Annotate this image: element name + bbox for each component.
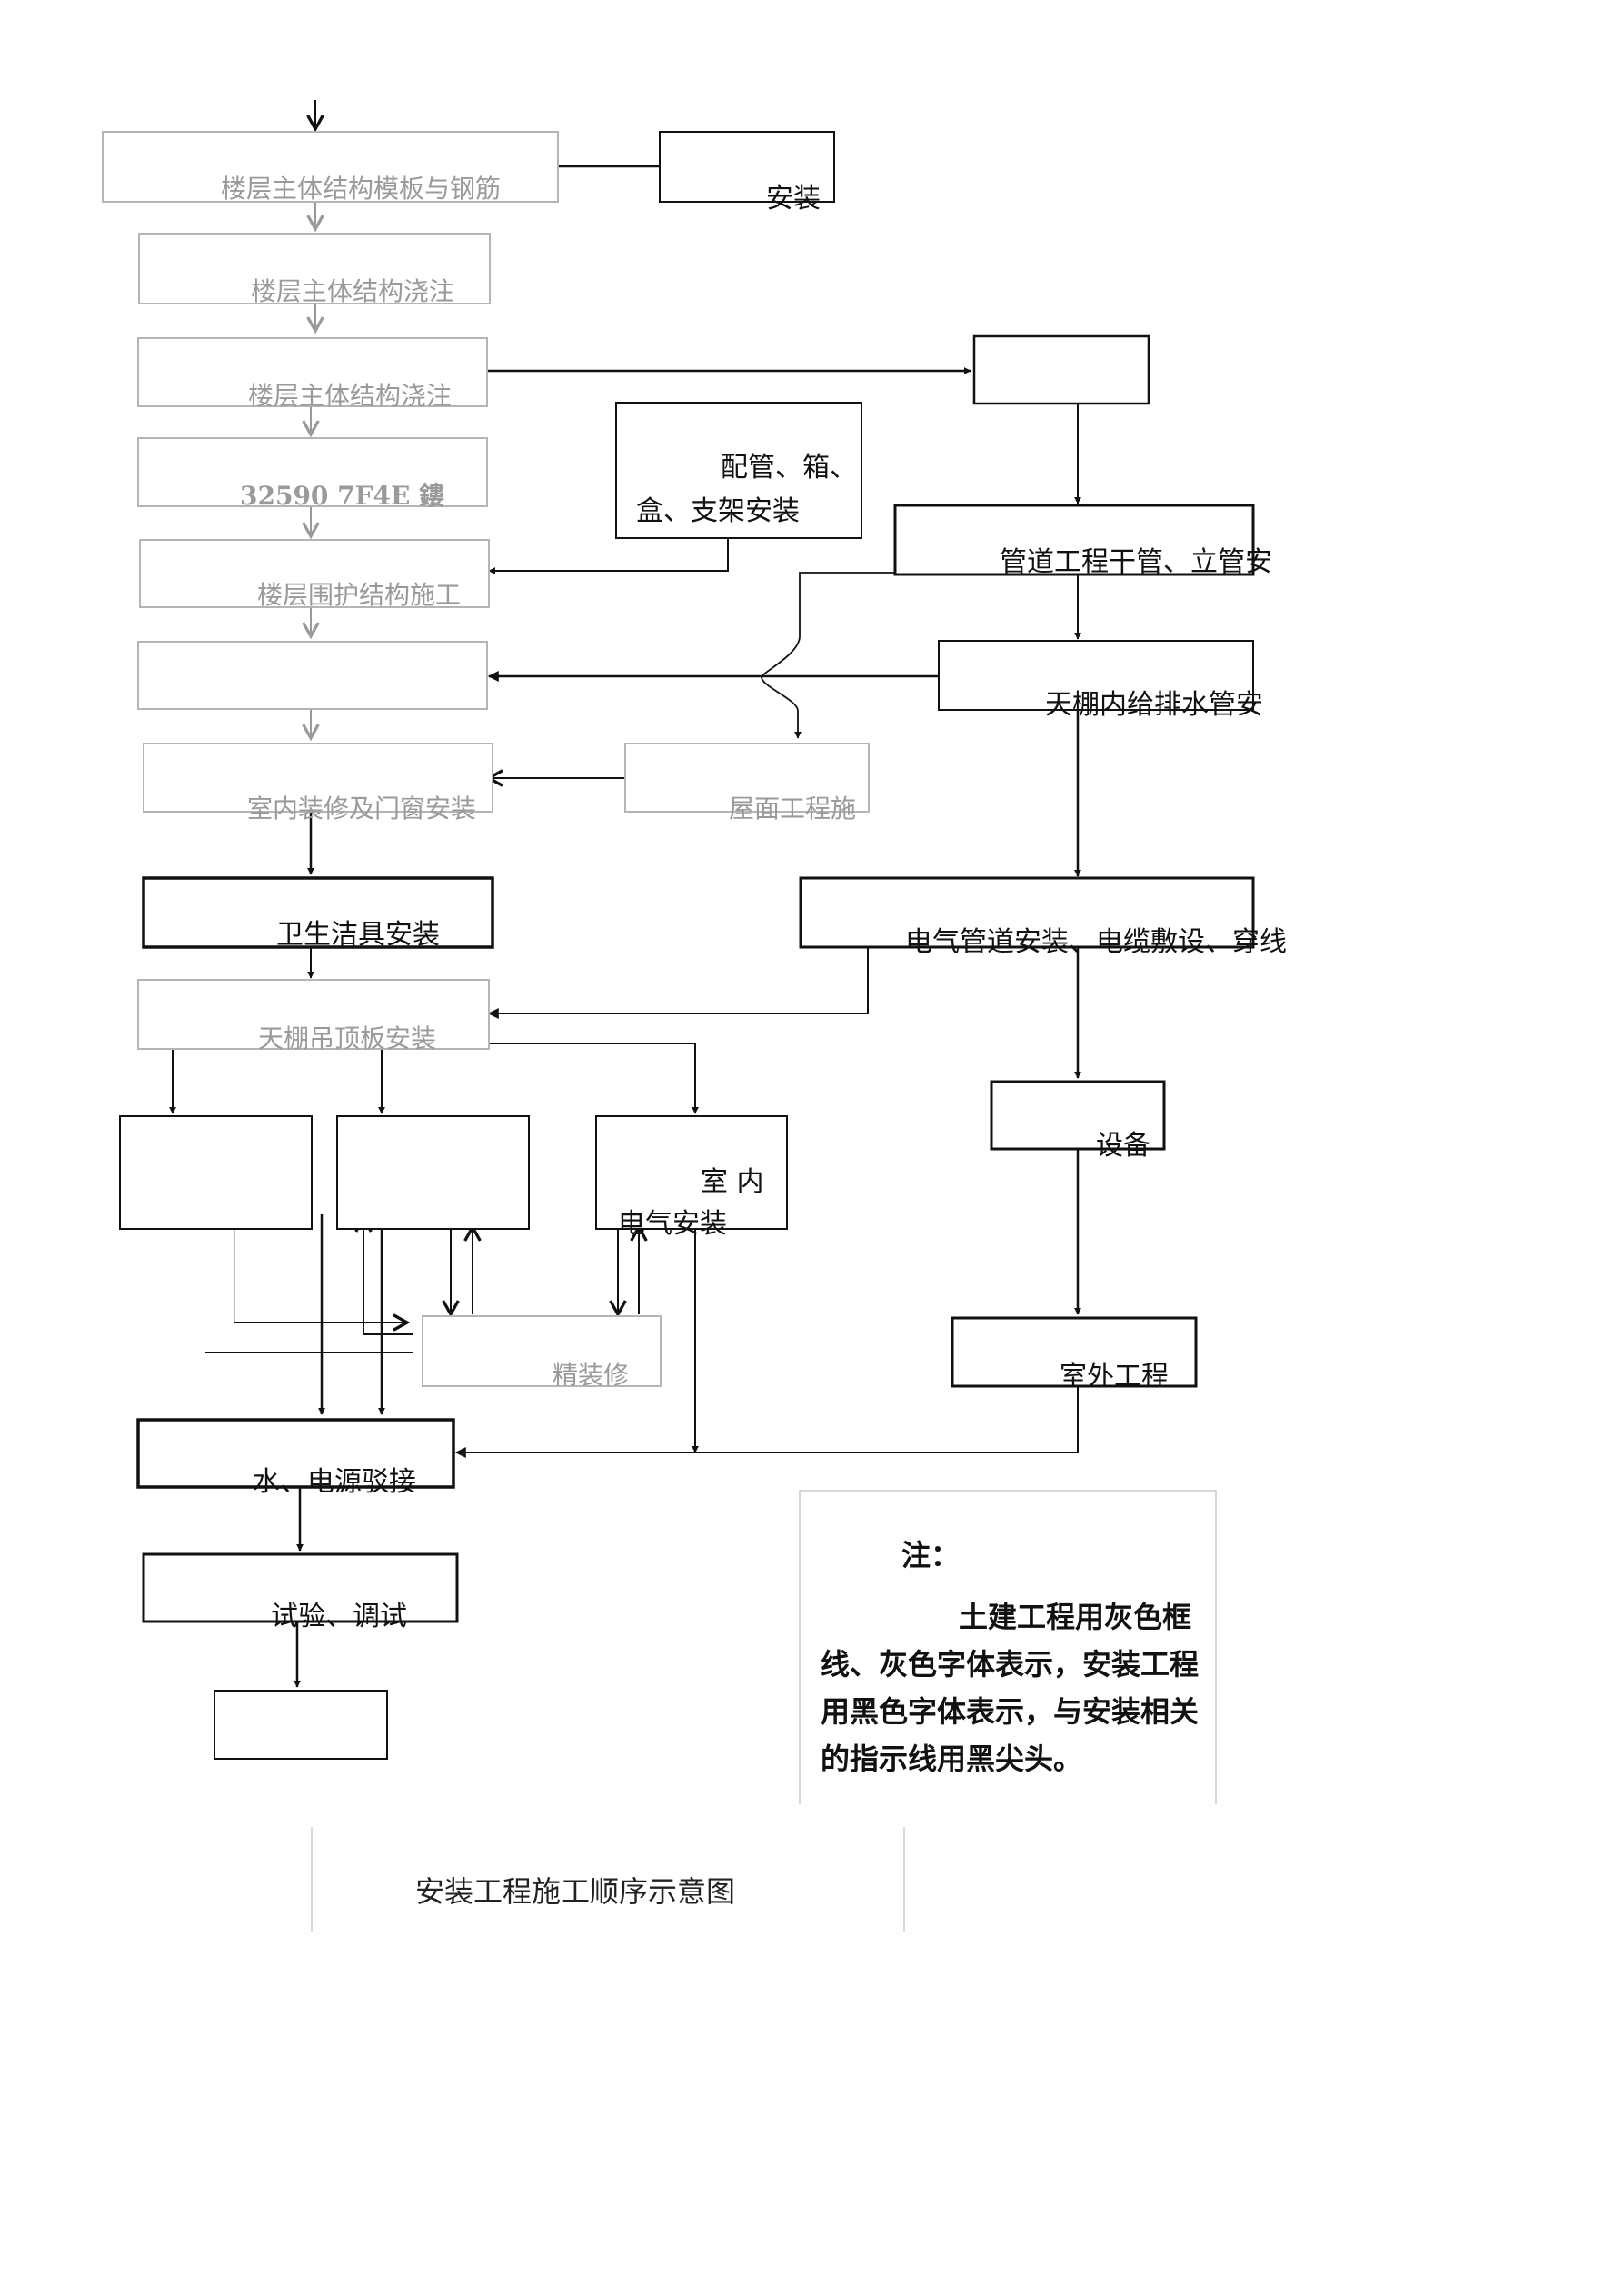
label-ceiling-board: 天棚吊顶板安装: [258, 1023, 436, 1053]
label-outdoor: 室外工程: [1060, 1361, 1169, 1393]
label-conduit-line2: 盒、支架安装: [636, 495, 800, 527]
box-empty-gray: [137, 641, 488, 710]
label-fine-decoration: 精装修: [553, 1360, 629, 1390]
label-water-power: 水、电源驳接: [253, 1466, 416, 1498]
label-indoor-elec-line1: 室 内: [701, 1166, 764, 1198]
box-electrical-conduit: [799, 876, 1255, 949]
note-panel: [799, 1490, 1217, 1804]
box-floor-formwork: [102, 131, 559, 203]
label-floor-pour-2: 楼层主体结构浇注: [248, 381, 452, 411]
box-final: [214, 1690, 388, 1760]
note-text: 注： 土建工程用灰色框 线、灰色字体表示，安装工程 用黑色字体表示，与安装相关 …: [821, 1538, 1199, 1776]
box-floor-pour-2: [137, 337, 488, 407]
label-floor-pour-1: 楼层主体结构浇注: [251, 276, 454, 306]
box-roofing: [624, 743, 870, 813]
box-right-empty: [972, 334, 1150, 405]
box-envelope: [139, 539, 490, 608]
box-equipment: [990, 1080, 1166, 1151]
label-install-top: 安装: [766, 183, 821, 215]
box-test: [142, 1552, 459, 1623]
label-roofing: 屋面工程施: [729, 794, 856, 824]
box-indoor-electrical: [595, 1115, 788, 1230]
box-conduit-boxes: [615, 402, 862, 539]
arrow-pipe-to-roofing: [761, 572, 895, 739]
label-envelope: 楼层围护结构施工: [257, 580, 461, 610]
install-labels: 安装 配管、箱、 盒、支架安装 管道工程干管、立管安 天棚内给排水管安 卫生洁具…: [253, 183, 1287, 1632]
diagram-caption: 安装工程施工顺序示意图: [415, 1874, 735, 1909]
label-ceiling-water: 天棚内给排水管安: [1045, 689, 1263, 721]
connector-lines: [169, 100, 1081, 1688]
label-interior-decoration: 室内装修及门窗安装: [247, 794, 476, 824]
arrow-board-to-indoor-elec: [489, 1043, 699, 1114]
box-empty-2: [336, 1115, 530, 1230]
note-line4: 的指示线用黑尖头。: [821, 1742, 1082, 1776]
box-floor-pour-1: [138, 233, 491, 304]
label-floor-formwork: 楼层主体结构模板与钢筋: [221, 174, 501, 204]
line-box1-gray: [234, 1227, 273, 1323]
note-title: 注：: [901, 1538, 960, 1572]
label-test: 试验、调试: [271, 1601, 407, 1632]
label-sanitary: 卫生洁具安装: [276, 919, 440, 951]
civil-boxes: [102, 131, 870, 1387]
box-garbled: [137, 437, 488, 507]
box-pipe-main: [893, 504, 1255, 576]
box-sanitary: [142, 876, 494, 949]
box-ceiling-board: [137, 979, 490, 1050]
note-line2: 线、灰色字体表示，安装工程: [821, 1647, 1199, 1682]
label-equipment: 设备: [1096, 1130, 1150, 1162]
label-garbled-code: 32590 7F4E 鏤: [240, 481, 444, 511]
note-line1: 土建工程用灰色框: [959, 1600, 1191, 1634]
label-conduit-line1: 配管、箱、: [721, 452, 857, 484]
label-pipe-main: 管道工程干管、立管安: [1000, 546, 1272, 578]
box-water-power: [136, 1418, 455, 1489]
civil-labels: 楼层主体结构模板与钢筋 楼层主体结构浇注 楼层主体结构浇注 32590 7F4E…: [221, 174, 856, 1390]
box-interior-decoration: [143, 743, 493, 813]
box-install-top: [659, 131, 835, 203]
caption-dividers: [311, 1827, 905, 1932]
box-ceiling-water: [938, 640, 1254, 711]
box-outdoor: [951, 1316, 1198, 1388]
install-boxes: [119, 131, 1255, 1760]
arrow-outdoor-to-water: [454, 1386, 1079, 1458]
note-line3: 用黑色字体表示，与安装相关: [821, 1694, 1199, 1729]
box-empty-1: [119, 1115, 313, 1230]
arrow-electrical-to-board: [487, 947, 869, 1019]
label-indoor-elec-line2: 电气安装: [618, 1208, 727, 1240]
label-electrical-conduit: 电气管道安装、电缆敷设、穿线: [905, 926, 1287, 958]
arrow-conduit-to-envelope: [488, 536, 729, 574]
box-fine-decoration: [422, 1315, 662, 1387]
